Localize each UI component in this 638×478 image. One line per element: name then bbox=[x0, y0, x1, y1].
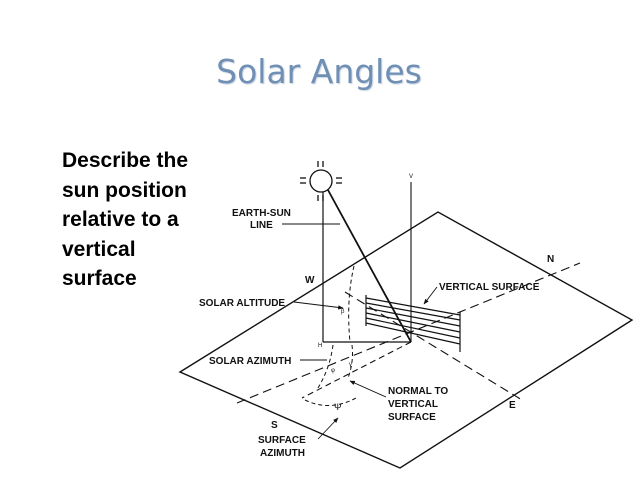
psi-label: Ψ bbox=[334, 402, 342, 412]
slide-body-text: Describe the sun position relative to a … bbox=[62, 146, 188, 294]
east-label: E bbox=[509, 400, 516, 411]
phi-label: φ bbox=[331, 368, 335, 374]
normal-label-line2: VERTICAL bbox=[388, 399, 438, 410]
azimuth-arc bbox=[317, 344, 334, 389]
surface-azimuth-label: SURFACE bbox=[258, 435, 306, 446]
solar-altitude-label: SOLAR ALTITUDE bbox=[199, 298, 285, 309]
normal-label-line1: NORMAL TO bbox=[388, 386, 448, 397]
west-east-axis bbox=[344, 291, 523, 401]
normal-label-line3: SURFACE bbox=[388, 412, 436, 423]
beta-label: β bbox=[341, 309, 345, 315]
h-mark: H bbox=[318, 343, 322, 349]
surface-azimuth-leader bbox=[317, 417, 339, 440]
surface-azimuth-label-line2: AZIMUTH bbox=[260, 448, 305, 459]
vertical-surface bbox=[365, 295, 461, 352]
earth-sun-line bbox=[327, 189, 412, 343]
west-label: W bbox=[305, 275, 315, 286]
altitude-arc bbox=[348, 265, 355, 343]
psi-arc bbox=[304, 397, 357, 406]
north-label: N bbox=[547, 254, 554, 265]
v-mark: V bbox=[409, 174, 413, 180]
vertical-surface-label: VERTICAL SURFACE bbox=[439, 282, 540, 293]
solar-altitude-leader bbox=[293, 301, 344, 310]
normal-leader bbox=[349, 380, 387, 398]
south-label: S bbox=[271, 420, 278, 431]
solar-azimuth-label: SOLAR AZIMUTH bbox=[209, 356, 291, 367]
earth-sun-label-line2: LINE bbox=[250, 220, 273, 231]
surface-normal-line bbox=[301, 341, 412, 399]
sun-icon bbox=[300, 161, 342, 201]
gamma-label: γ bbox=[349, 362, 352, 368]
body-line: surface bbox=[62, 267, 137, 290]
ground-plane bbox=[178, 211, 634, 469]
body-line: relative to a bbox=[62, 208, 179, 231]
body-line: sun position bbox=[62, 178, 187, 202]
body-line: vertical bbox=[62, 237, 136, 261]
earth-sun-label: EARTH-SUN bbox=[232, 208, 291, 219]
gamma-arc bbox=[347, 344, 353, 379]
vertical-surface-leader bbox=[423, 286, 438, 305]
slide-title: Solar Angles bbox=[216, 52, 422, 91]
body-line: Describe the bbox=[62, 149, 189, 172]
